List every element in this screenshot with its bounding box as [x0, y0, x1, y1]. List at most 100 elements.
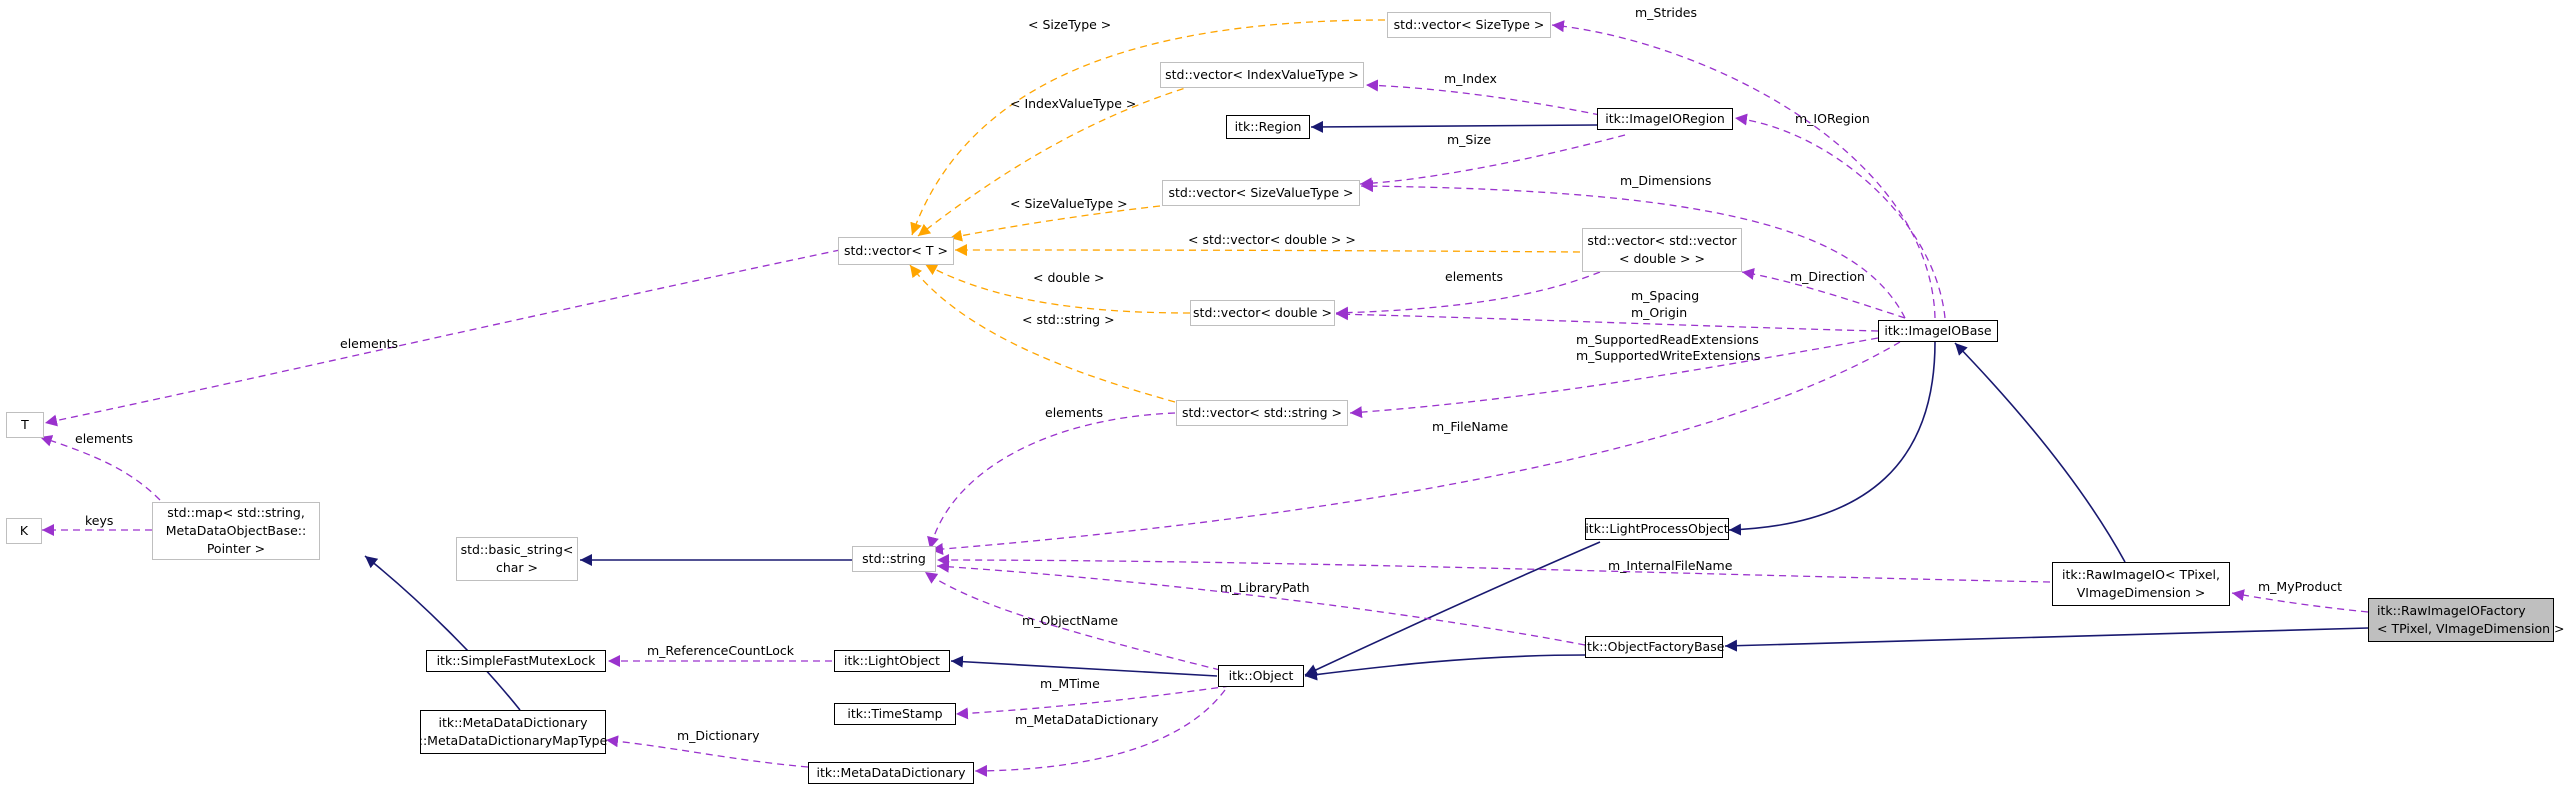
edge-vecT-elements: [44, 249, 841, 427]
label-m-origin: m_Origin: [1631, 305, 1687, 320]
node-imageio-base[interactable]: itk::ImageIOBase: [1878, 320, 1998, 342]
edge-dimensions: [1360, 180, 1906, 319]
node-line: std::vector< SizeType >: [1393, 17, 1545, 32]
edge-rawimageio-to-imageiobase: [1954, 342, 2126, 563]
label-m-supported-read: m_SupportedReadExtensions: [1576, 332, 1759, 347]
node-K[interactable]: K: [6, 518, 42, 544]
node-light-process-object[interactable]: itk::LightProcessObject: [1585, 518, 1729, 540]
node-line: std::vector< IndexValueType >: [1165, 67, 1359, 82]
node-line: itk::MetaDataDictionary: [816, 765, 966, 780]
edge-metadata-dictionary: [974, 689, 1226, 777]
node-line: itk::SimpleFastMutexLock: [436, 653, 596, 668]
node-line: std::string: [862, 551, 926, 566]
node-line: char >: [495, 560, 539, 575]
edge-spacing-origin: [1335, 308, 1879, 332]
label-tpl-string: < std::string >: [1022, 312, 1115, 327]
node-line: itk::LightProcessObject: [1585, 521, 1729, 536]
node-line: std::vector< std::vector: [1587, 233, 1737, 248]
label-m-metadata-dictionary: m_MetaDataDictionary: [1015, 712, 1159, 727]
node-line: std::vector< SizeValueType >: [1168, 185, 1354, 200]
label-m-dictionary: m_Dictionary: [677, 728, 760, 743]
edge-tpl-string: [909, 264, 1176, 403]
node-std-string[interactable]: std::string: [852, 546, 936, 572]
node-imageio-region[interactable]: itk::ImageIORegion: [1597, 108, 1733, 130]
label-m-ioregion: m_IORegion: [1795, 111, 1870, 126]
node-line: std::basic_string<: [460, 542, 574, 557]
edge-tpl-double: [924, 263, 1191, 314]
node-line: itk::ImageIORegion: [1605, 111, 1725, 126]
node-line: std::map< std::string,: [167, 505, 305, 520]
label-m-index: m_Index: [1444, 71, 1497, 86]
node-line: itk::RawImageIO< TPixel,: [2062, 567, 2220, 582]
edge-imageiobase-to-lightprocessobject: [1728, 341, 1936, 536]
edge-tpl-sizevaluetype: [949, 205, 1161, 242]
node-vector-T[interactable]: std::vector< T >: [838, 237, 954, 265]
node-light-object[interactable]: itk::LightObject: [834, 650, 950, 672]
edge-mddmaptype-to-stdmap: [364, 555, 521, 711]
node-time-stamp[interactable]: itk::TimeStamp: [834, 703, 956, 725]
node-mdd-map-type[interactable]: itk::MetaDataDictionary ::MetaDataDictio…: [418, 710, 608, 754]
edge-labels: m_MyProduct m_Strides m_IORegion m_Index…: [75, 5, 2342, 743]
node-object-factory-base[interactable]: itk::ObjectFactoryBase: [1583, 636, 1725, 658]
node-vector-sizevaluetype[interactable]: std::vector< SizeValueType >: [1162, 180, 1360, 206]
edge-dictionary: [605, 735, 809, 768]
node-line: std::vector< T >: [844, 243, 948, 258]
edge-imageioregion-to-region: [1310, 120, 1598, 133]
node-line: itk::ObjectFactoryBase: [1583, 639, 1725, 654]
label-m-supported-write: m_SupportedWriteExtensions: [1576, 348, 1760, 363]
edge-direction: [1741, 268, 1906, 319]
node-line: Pointer >: [206, 541, 266, 556]
edge-internal-filename: [936, 554, 2051, 583]
label-elements-map: elements: [75, 431, 133, 446]
edge-vecstring-elements: [927, 412, 1176, 550]
label-m-size: m_Size: [1447, 132, 1491, 147]
node-meta-data-dictionary[interactable]: itk::MetaDataDictionary: [808, 762, 974, 784]
node-object[interactable]: itk::Object: [1218, 665, 1304, 687]
node-line: itk::RawImageIOFactory: [2377, 603, 2526, 618]
label-m-library-path: m_LibraryPath: [1220, 580, 1310, 595]
node-line: itk::Object: [1228, 668, 1294, 683]
label-m-direction: m_Direction: [1790, 269, 1865, 284]
label-elements-vecvecdouble: elements: [1445, 269, 1503, 284]
node-line: < TPixel, VImageDimension >: [2377, 621, 2565, 636]
node-line: itk::LightObject: [844, 653, 940, 668]
usage-edges: [39, 20, 2369, 777]
edge-mtime: [955, 685, 1231, 720]
node-line: itk::ImageIOBase: [1884, 323, 1992, 338]
node-simple-fast-mutex-lock[interactable]: itk::SimpleFastMutexLock: [426, 650, 606, 672]
node-vector-double[interactable]: std::vector< double >: [1190, 300, 1335, 326]
template-edges: [909, 19, 1581, 403]
node-line: < double > >: [1619, 251, 1705, 266]
node-T[interactable]: T: [6, 412, 44, 438]
edge-objectfactorybase-to-object: [1304, 654, 1586, 681]
edge-size: [1359, 134, 1626, 190]
node-line: ::MetaDataDictionaryMapType: [418, 733, 608, 748]
label-m-reference-count-lock: m_ReferenceCountLock: [647, 643, 795, 658]
label-keys: keys: [85, 513, 113, 528]
edge-lightprocessobject-to-object: [1304, 541, 1601, 676]
node-std-map[interactable]: std::map< std::string, MetaDataObjectBas…: [152, 502, 320, 560]
node-line: itk::TimeStamp: [847, 706, 943, 721]
node-line: VImageDimension >: [2076, 585, 2206, 600]
node-line: std::vector< double >: [1193, 305, 1332, 320]
edge-map-elements: [39, 435, 161, 501]
node-vector-indexvaluetype[interactable]: std::vector< IndexValueType >: [1160, 62, 1364, 88]
label-m-internal-filename: m_InternalFileName: [1608, 558, 1733, 573]
edge-tpl-vec-double2: [954, 244, 1581, 257]
node-line: itk::MetaDataDictionary: [438, 715, 588, 730]
label-tpl-double: < double >: [1033, 270, 1105, 285]
node-raw-imageio[interactable]: itk::RawImageIO< TPixel, VImageDimension…: [2052, 562, 2230, 606]
edge-strides: [1551, 20, 1936, 319]
node-vector-sizetype[interactable]: std::vector< SizeType >: [1387, 12, 1551, 38]
node-vector-vector-double[interactable]: std::vector< std::vector < double > >: [1582, 228, 1742, 272]
edge-supported-extensions: [1349, 337, 1879, 419]
node-raw-imageio-factory[interactable]: itk::RawImageIOFactory < TPixel, VImageD…: [2368, 598, 2565, 642]
label-m-myproduct: m_MyProduct: [2258, 579, 2342, 594]
node-line: T: [21, 417, 29, 432]
node-basic-string[interactable]: std::basic_string< char >: [456, 537, 578, 581]
node-vector-string[interactable]: std::vector< std::string >: [1176, 400, 1348, 426]
edge-vecvecdouble-elements: [1335, 271, 1601, 319]
node-region[interactable]: itk::Region: [1226, 115, 1310, 139]
label-tpl-indexvaluetype: < IndexValueType >: [1010, 96, 1136, 111]
